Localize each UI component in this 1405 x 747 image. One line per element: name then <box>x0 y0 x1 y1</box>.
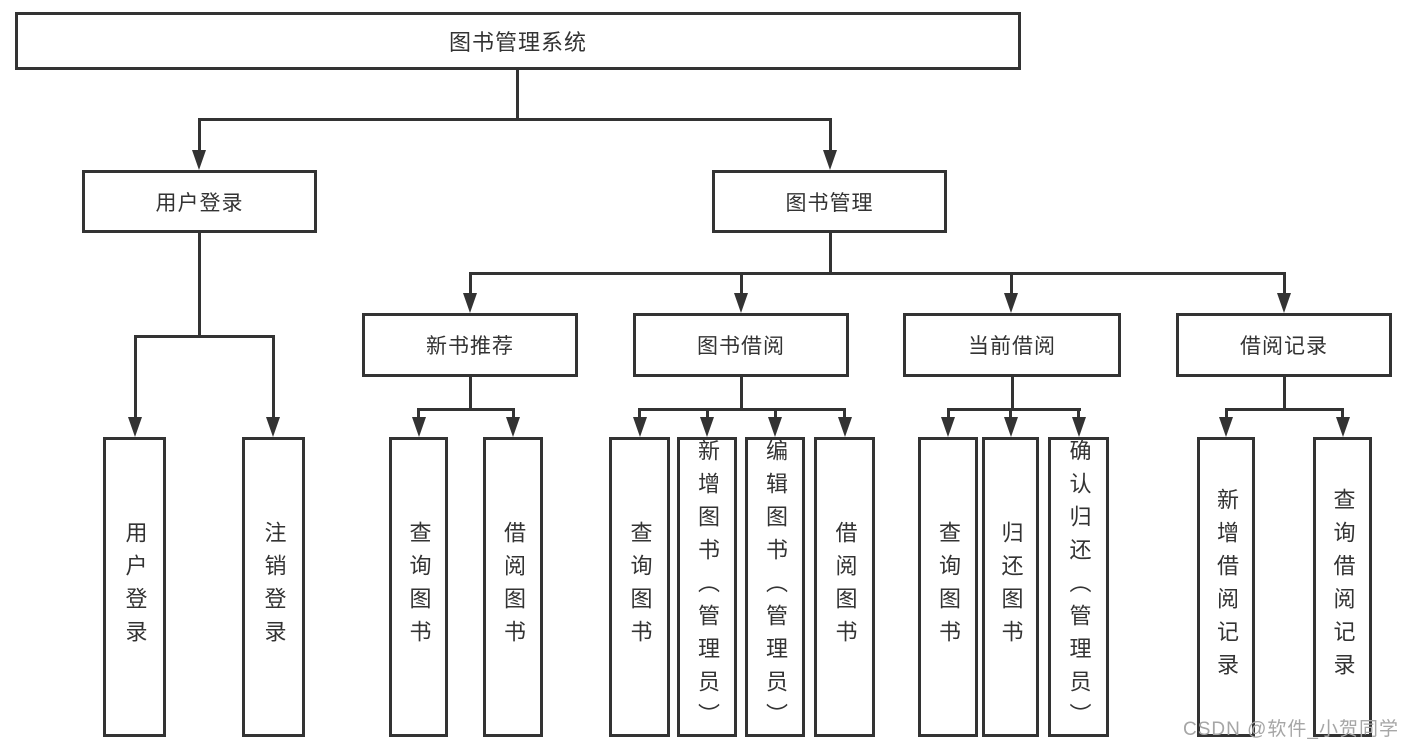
arrow-down-icon <box>734 293 748 313</box>
connector-line <box>516 70 519 118</box>
connector-line <box>1283 272 1286 296</box>
csdn-watermark: CSDN @软件_小贺同学 <box>1183 719 1399 740</box>
connector-line <box>829 233 832 275</box>
connector-line <box>198 118 832 121</box>
node-label: 查询图书 <box>406 521 432 653</box>
connector-line <box>1010 272 1013 296</box>
node-label: 编辑图书（管理员） <box>763 438 788 736</box>
node-user-login: 用户登录 <box>82 170 317 233</box>
node-label: 查询借阅记录 <box>1330 488 1356 686</box>
arrow-down-icon <box>128 417 142 437</box>
connector-line <box>829 118 832 154</box>
arrow-down-icon <box>266 417 280 437</box>
node-label: 新增借阅记录 <box>1214 488 1239 686</box>
node-label: 图书管理 <box>785 191 874 215</box>
node-label: 查询图书 <box>627 521 653 653</box>
connector-line <box>843 408 846 420</box>
arrow-down-icon <box>700 417 714 437</box>
connector-line <box>774 408 777 420</box>
node-new-book-recommend: 新书推荐 <box>362 313 578 377</box>
node-label: 借阅记录 <box>1240 335 1328 358</box>
connector-line <box>469 272 1286 275</box>
connector-line <box>1009 408 1012 420</box>
connector-line <box>417 408 420 420</box>
leaf-query-books-recommend: 查询图书 <box>389 437 448 737</box>
arrow-down-icon <box>633 417 647 437</box>
connector-line <box>198 233 201 335</box>
leaf-borrow-books-borrowing: 借阅图书 <box>814 437 875 737</box>
arrow-down-icon <box>838 417 852 437</box>
leaf-query-borrow-record: 查询借阅记录 <box>1313 437 1372 737</box>
leaf-query-books-borrowing: 查询图书 <box>609 437 670 737</box>
node-label: 归还图书 <box>998 521 1024 653</box>
node-label: 查询图书 <box>936 521 961 653</box>
node-label: 图书借阅 <box>697 335 785 358</box>
node-label: 新增图书（管理员） <box>695 438 720 736</box>
node-book-management: 图书管理 <box>712 170 947 233</box>
node-current-borrowing: 当前借阅 <box>903 313 1121 377</box>
leaf-add-books-admin: 新增图书（管理员） <box>677 437 737 737</box>
connector-line <box>272 335 275 419</box>
connector-line <box>638 408 846 411</box>
arrow-down-icon <box>463 293 477 313</box>
node-label: 用户登录 <box>122 521 148 653</box>
arrow-down-icon <box>1072 417 1086 437</box>
leaf-edit-books-admin: 编辑图书（管理员） <box>745 437 805 737</box>
arrow-down-icon <box>506 417 520 437</box>
arrow-down-icon <box>1004 293 1018 313</box>
connector-line <box>740 272 743 296</box>
node-label: 用户登录 <box>155 191 244 215</box>
node-borrow-records: 借阅记录 <box>1176 313 1392 377</box>
arrow-down-icon <box>823 150 837 170</box>
arrow-down-icon <box>1004 417 1018 437</box>
leaf-confirm-return-admin: 确认归还（管理员） <box>1048 437 1109 737</box>
connector-line <box>1283 377 1286 411</box>
arrow-down-icon <box>941 417 955 437</box>
connector-line <box>706 408 709 420</box>
node-label: 图书管理系统 <box>448 30 587 55</box>
node-label: 确认归还（管理员） <box>1066 438 1092 736</box>
connector-line <box>512 408 515 420</box>
connector-line <box>1011 377 1014 411</box>
node-label: 借阅图书 <box>832 521 858 653</box>
connector-line <box>469 377 472 411</box>
arrow-down-icon <box>192 150 206 170</box>
leaf-logout: 注销登录 <box>242 437 305 737</box>
arrow-down-icon <box>1219 417 1233 437</box>
leaf-return-books: 归还图书 <box>982 437 1039 737</box>
arrow-down-icon <box>1336 417 1350 437</box>
connector-line <box>134 335 137 419</box>
node-label: 当前借阅 <box>968 335 1056 358</box>
leaf-query-books-current: 查询图书 <box>918 437 978 737</box>
connector-line <box>417 408 515 411</box>
arrow-down-icon <box>412 417 426 437</box>
connector-line <box>1341 408 1344 420</box>
connector-line <box>947 408 950 420</box>
connector-line <box>1225 408 1344 411</box>
connector-line <box>947 408 1081 411</box>
leaf-add-borrow-record: 新增借阅记录 <box>1197 437 1255 737</box>
connector-line <box>134 335 275 338</box>
connector-line <box>469 272 472 296</box>
node-library-system: 图书管理系统 <box>15 12 1021 70</box>
arrow-down-icon <box>1277 293 1291 313</box>
arrow-down-icon <box>768 417 782 437</box>
connector-line <box>198 118 201 154</box>
connector-line <box>740 377 743 411</box>
node-book-borrowing: 图书借阅 <box>633 313 849 377</box>
node-label: 借阅图书 <box>501 521 526 653</box>
connector-line <box>1077 408 1080 420</box>
node-label: 注销登录 <box>261 521 287 653</box>
connector-line <box>1225 408 1228 420</box>
connector-line <box>638 408 641 420</box>
leaf-user-login: 用户登录 <box>103 437 166 737</box>
leaf-borrow-books-recommend: 借阅图书 <box>483 437 543 737</box>
node-label: 新书推荐 <box>426 335 514 358</box>
